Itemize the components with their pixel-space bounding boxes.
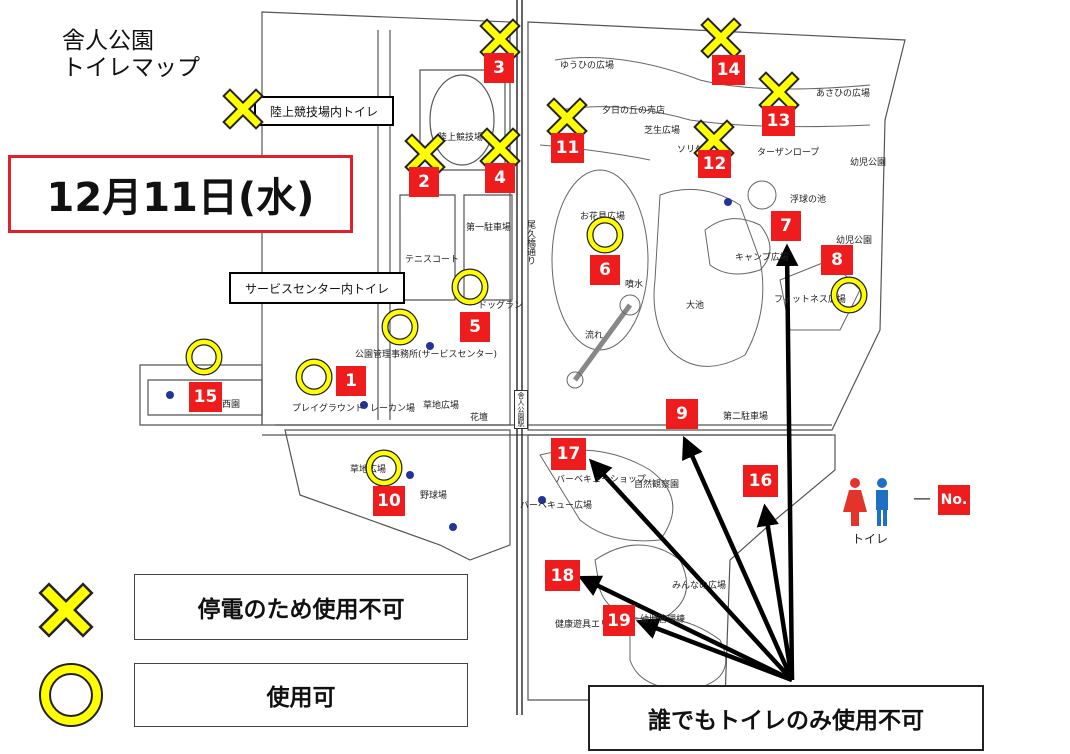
cross-mark-icon-13	[766, 79, 792, 105]
map-title-line2: トイレマップ	[62, 55, 200, 81]
label-daini-parking: 第二駐車場	[723, 412, 769, 422]
circle-mark-icon-15	[189, 342, 219, 372]
legend-unavailable: 停電のため使用不可	[134, 574, 468, 640]
arrows	[577, 243, 799, 683]
toilet-caption: トイレ	[852, 532, 889, 546]
label-fukei: 浮球の池	[790, 195, 827, 205]
toilet-number-18: 18	[545, 560, 580, 591]
cross-mark-stadium-icon	[230, 96, 256, 122]
callout-service-center: サービスセンター内トイレ	[229, 272, 405, 304]
no-badge: No.	[938, 485, 970, 515]
circle-mark-icon-5	[455, 272, 485, 302]
toilet-number-15: 15	[189, 382, 222, 412]
legend-available: 使用可	[134, 663, 468, 727]
label-youji-park: 幼児公園	[850, 158, 887, 168]
label-tennis: テニスコート	[405, 255, 460, 265]
map-title-line1: 舎人公園	[62, 28, 154, 54]
label-sochi: 草地広場	[423, 401, 460, 411]
label-parking1: 第一駐車場	[466, 223, 512, 233]
label-youji2: 幼児公園	[836, 236, 873, 246]
circle-mark-icon-6	[590, 220, 620, 250]
label-camp: キャンプ広場	[735, 253, 789, 263]
label-nishi: 西園	[222, 400, 241, 410]
toilet-number-4: 4	[485, 163, 515, 193]
label-shibafu: 芝生広場	[644, 126, 681, 136]
label-asahi: あさひの広場	[816, 89, 871, 99]
circle-mark-icon-1	[299, 362, 329, 392]
label-shizen: 自然観察園	[634, 480, 680, 490]
label-lane: レーカン場	[370, 404, 416, 414]
circle-mark-icon-8	[834, 280, 864, 310]
callout-stadium: 陸上競技場内トイレ	[254, 96, 394, 126]
cross-mark-icon-4	[487, 135, 513, 161]
toilet-number-7: 7	[771, 211, 801, 241]
label-dog: ドッグラン	[478, 301, 524, 311]
label-youji-kanri: 幼児管理棟	[640, 615, 686, 625]
label-nagare: 流れ	[585, 331, 604, 341]
toilet-number-3: 3	[484, 53, 514, 83]
cross-mark-icon-14	[708, 25, 734, 51]
legend-cross-icon	[38, 582, 94, 638]
toilet-dots	[166, 198, 732, 531]
toilet-number-8: 8	[821, 245, 853, 275]
label-playground: プレイグラウンド	[292, 404, 364, 414]
cross-mark-icon-11	[554, 105, 580, 131]
label-yuuhi-hiroba: ゆうひの広場	[560, 61, 615, 71]
toilet-number-16: 16	[743, 465, 778, 497]
legend-circle-icon	[39, 663, 103, 727]
date-label: 12月11日(水)	[8, 155, 353, 233]
cross-mark-icon-2	[412, 141, 438, 167]
map-title: 舎人公園 トイレマップ	[62, 28, 200, 82]
toilet-number-5: 5	[460, 312, 490, 342]
toilet-number-17: 17	[551, 438, 586, 470]
toilet-number-6: 6	[590, 255, 620, 285]
toilet-number-19: 19	[603, 605, 635, 636]
label-tarzan: ターザンロープ	[757, 148, 820, 158]
label-fitness: フィットネス広場	[774, 295, 846, 305]
label-yuuhi-oka: 夕日の丘の売店	[602, 106, 666, 116]
label-sorige: ソリゲ	[677, 145, 705, 155]
circle-mark-icon-service	[385, 312, 415, 342]
toilet-number-14: 14	[712, 55, 745, 85]
label-kanri: 公園管理事務所(サービスセンター)	[355, 350, 498, 360]
toilet-number-1: 1	[336, 366, 366, 396]
label-ooike: 大池	[686, 301, 705, 311]
label-bbq: バーベキュー広場	[520, 501, 593, 511]
label-bikuo: 尾久橋通り	[525, 220, 535, 265]
label-kadan: 花壇	[470, 413, 489, 423]
toilet-number-13: 13	[762, 106, 795, 136]
toilet-number-11: 11	[551, 133, 584, 163]
cross-mark-icon-3	[487, 26, 513, 52]
label-rikujo: 陸上競技場	[438, 133, 484, 143]
label-kenko: 健康遊具エリア	[555, 620, 619, 630]
toilet-number-12: 12	[698, 150, 731, 178]
label-toneri-station: 舎人公園駅	[514, 390, 528, 429]
toilet-number-10: 10	[373, 486, 405, 516]
toilet-pictogram-icon	[843, 478, 888, 526]
toilet-number-9: 9	[666, 399, 698, 429]
toilet-number-2: 2	[409, 167, 439, 197]
label-yakyu: 野球場	[420, 491, 448, 501]
legend-dash: —	[913, 488, 931, 509]
label-funsui: 噴水	[625, 280, 644, 290]
legend-shared-only: 誰でもトイレのみ使用不可	[588, 685, 984, 751]
label-minna: みんなの広場	[672, 581, 727, 591]
circle-mark-icon-10	[369, 453, 399, 483]
label-bbq-shop: バーベキューショップ	[556, 475, 646, 485]
